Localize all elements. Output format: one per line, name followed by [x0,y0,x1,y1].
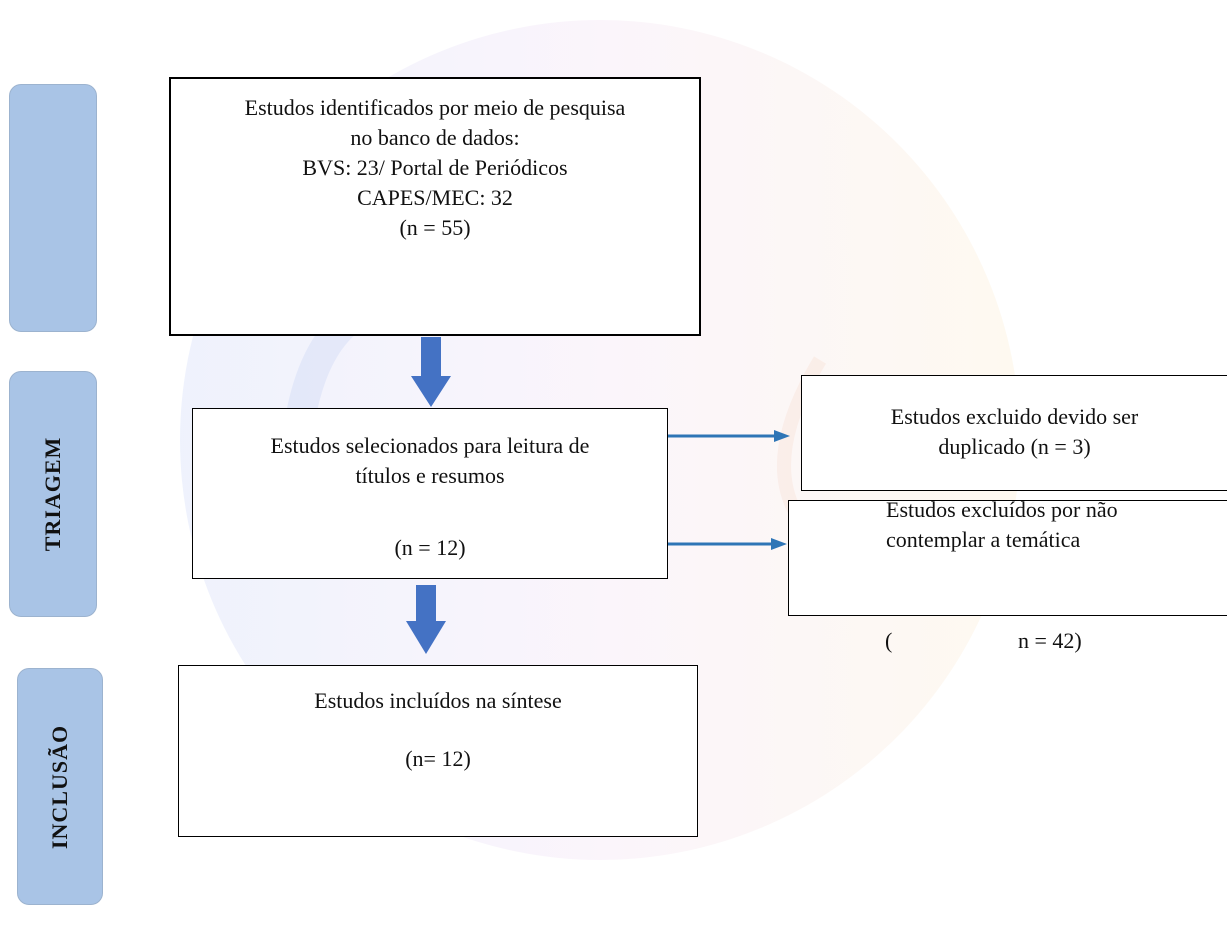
right-arrow-to-theme-exclusion [668,538,787,550]
phase-inclusao: INCLUSÃO [17,668,103,905]
box-excluded-theme: Estudos excluídos por não contemplar a t… [788,497,1227,616]
box-identified-studies: Estudos identificados por meio de pesqui… [169,77,701,336]
down-arrow-screened-to-included [406,585,446,654]
duplicates-line-2: duplicado (n = 3) [938,434,1091,459]
screened-line-1: Estudos selecionados para leitura de [270,433,590,458]
phase-triagem: TRIAGEM [9,371,97,617]
right-arrow-to-duplicates [668,430,790,442]
theme-count-open-paren: ( [885,628,893,653]
box-excluded-duplicates: Estudos excluido devido ser duplicado (n… [801,375,1227,491]
included-count: (n= 12) [405,746,471,771]
down-arrow-identified-to-screened [411,337,451,407]
screened-line-2: títulos e resumos [355,463,505,488]
identified-line-2: no banco de dados: [350,125,520,150]
box-screened-studies: Estudos selecionados para leitura de tít… [192,408,668,579]
identified-line-4: CAPES/MEC: 32 [357,185,513,210]
screened-count: (n = 12) [394,535,466,560]
theme-count-value: n = 42) [1018,628,1082,653]
identified-line-3: BVS: 23/ Portal de Periódicos [302,155,568,180]
identified-count: (n = 55) [399,215,471,240]
included-title: Estudos incluídos na síntese [314,688,562,713]
theme-line-2: contemplar a temática [886,527,1081,552]
duplicates-line-1: Estudos excluido devido ser [890,404,1139,429]
phase-identificacao [9,84,97,332]
box-included-studies: Estudos incluídos na síntese (n= 12) [178,665,698,837]
identified-line-1: Estudos identificados por meio de pesqui… [244,95,626,120]
theme-line-1: Estudos excluídos por não [886,497,1118,522]
